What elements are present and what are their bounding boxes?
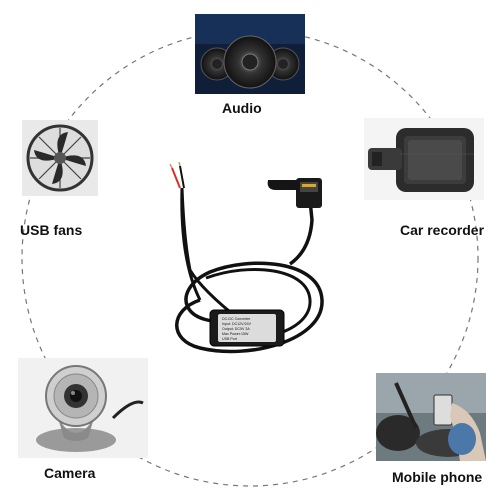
car-recorder-image xyxy=(364,118,484,200)
mobile-phone-on-motorcycle-image xyxy=(376,373,486,461)
converter-label-line-1: DC-DC Converter xyxy=(222,317,251,321)
converter-label-line-4: Max Power:15W xyxy=(222,332,249,336)
dc-dc-converter-box xyxy=(209,309,285,347)
cable-coil xyxy=(175,261,324,354)
usb-cable-converter-product: DC-DC Converter Input: DC12V/24V Output:… xyxy=(169,161,324,354)
converter-label-line-2: Input: DC12V/24V xyxy=(222,322,252,326)
audio-label: Audio xyxy=(222,100,262,116)
usb-fans-label: USB fans xyxy=(20,222,83,238)
usb-female-connector xyxy=(267,178,322,208)
usb-fan-image xyxy=(22,120,98,196)
webcam-image xyxy=(18,358,148,458)
bare-wire-ends xyxy=(169,161,185,189)
converter-label-line-3: Output: DC5V 3A xyxy=(222,327,250,331)
cable-loop xyxy=(180,187,241,322)
converter-label-line-5: USB Port xyxy=(222,337,237,341)
car-recorder-label: Car recorder xyxy=(400,222,485,238)
audio-speakers-image xyxy=(195,14,305,94)
camera-label: Camera xyxy=(44,465,96,481)
mobile-phone-label: Mobile phone xyxy=(392,469,483,485)
